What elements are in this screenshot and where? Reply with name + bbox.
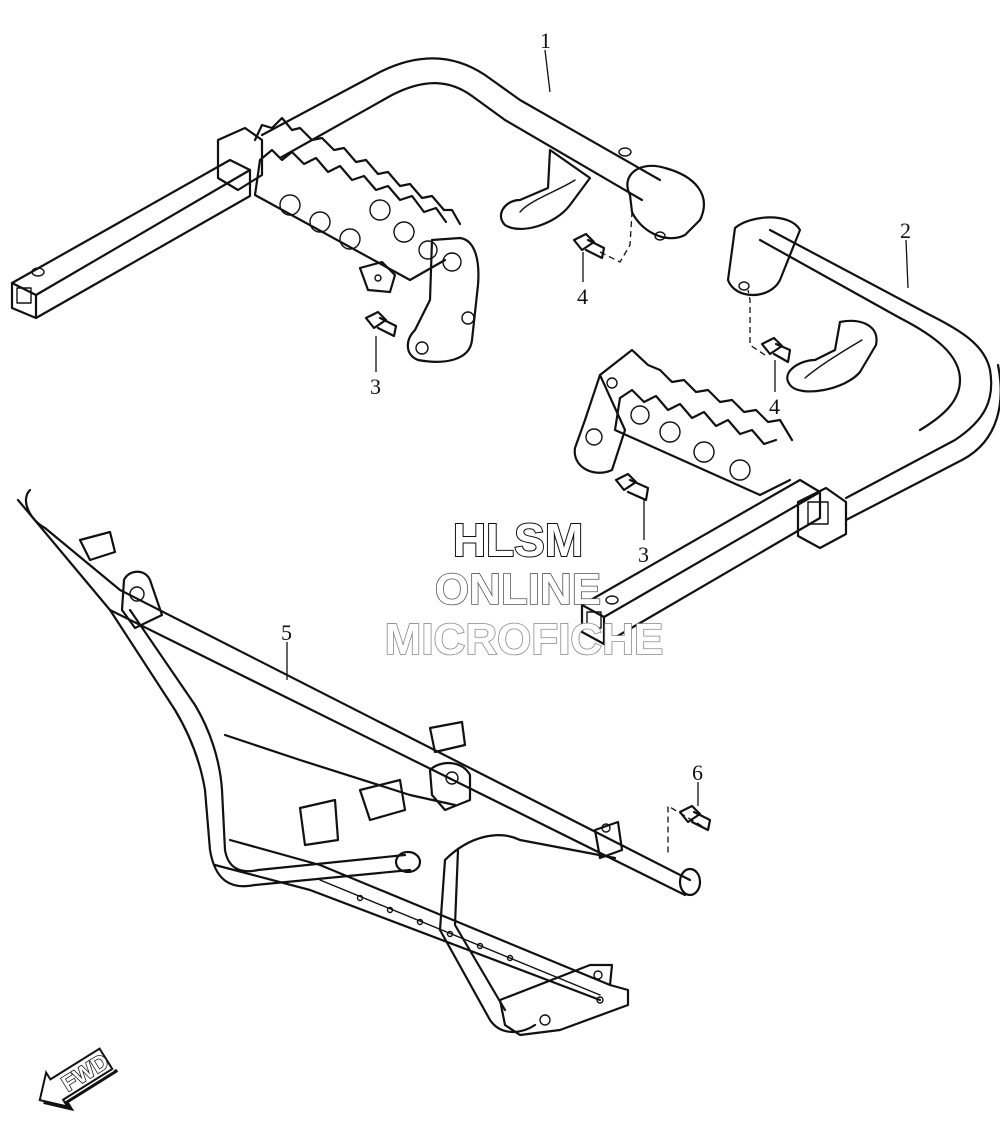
watermark-line-3: MICROFICHE bbox=[385, 615, 664, 664]
callout-3-left: 3 bbox=[370, 374, 381, 399]
watermark-line-2: ONLINE bbox=[435, 565, 601, 614]
callout-3-right: 3 bbox=[638, 542, 649, 567]
bolt-6 bbox=[678, 804, 712, 832]
callout-6: 6 bbox=[692, 760, 703, 785]
part-1-footrest-bar-left bbox=[10, 57, 705, 363]
watermark: HLSM ONLINE MICROFICHE bbox=[384, 513, 664, 665]
watermark-line-1: HLSM bbox=[453, 514, 583, 566]
callout-1: 1 bbox=[540, 28, 551, 53]
bolt-4-upper bbox=[572, 232, 606, 260]
callout-4-upper: 4 bbox=[577, 284, 588, 309]
part-5-bumper-guard bbox=[16, 488, 702, 1037]
fwd-arrow-icon: FWD bbox=[38, 1047, 119, 1112]
bolt-3-right bbox=[614, 472, 650, 502]
part-2-footrest-bar-right bbox=[573, 216, 1000, 646]
callout-4-right: 4 bbox=[769, 394, 780, 419]
callout-2: 2 bbox=[900, 218, 911, 243]
bolt-3-left bbox=[364, 310, 398, 338]
bolt-4-right bbox=[760, 336, 792, 364]
callout-5: 5 bbox=[281, 620, 292, 645]
